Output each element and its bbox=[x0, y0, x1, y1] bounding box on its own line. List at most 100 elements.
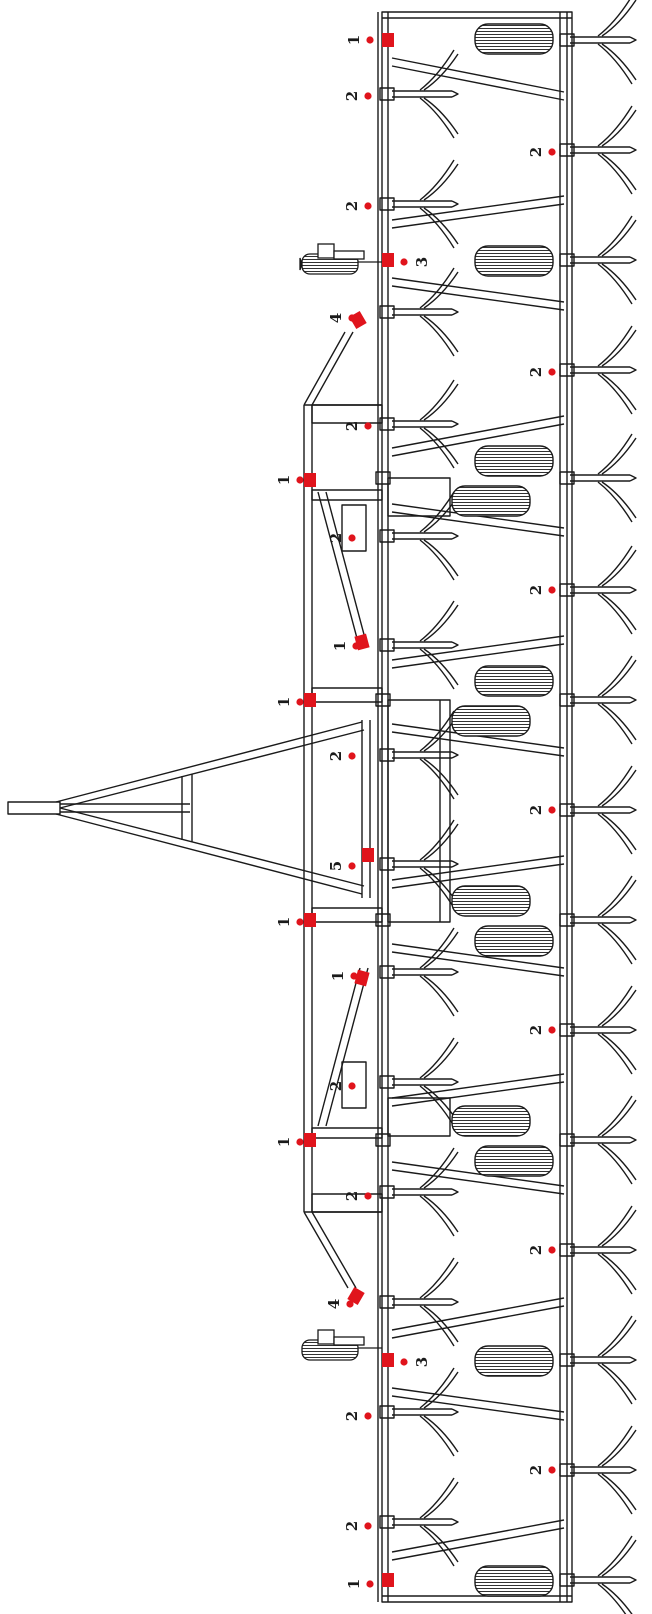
tine bbox=[570, 325, 637, 415]
clamp bbox=[375, 693, 391, 707]
grease-point bbox=[304, 473, 316, 487]
clamp bbox=[559, 143, 575, 157]
wheel bbox=[474, 1145, 554, 1177]
callout-dot bbox=[548, 368, 556, 376]
tine bbox=[392, 1367, 459, 1457]
callout-label: 3 bbox=[413, 257, 431, 267]
spring-tines bbox=[392, 0, 637, 1614]
tine bbox=[392, 1477, 459, 1567]
callout-label: 2 bbox=[343, 201, 361, 211]
callout-label: 2 bbox=[527, 585, 545, 595]
tine-clamps bbox=[375, 33, 575, 1587]
clamp bbox=[379, 748, 395, 762]
wheel bbox=[451, 705, 531, 737]
clamp bbox=[379, 1515, 395, 1529]
callout-label: 2 bbox=[527, 1245, 545, 1255]
callout-dot bbox=[350, 972, 358, 980]
callout-dot bbox=[400, 258, 408, 266]
callout-label: 4 bbox=[325, 1299, 343, 1309]
callout-dot bbox=[400, 1358, 408, 1366]
clamp bbox=[379, 87, 395, 101]
wheel bbox=[474, 925, 554, 957]
callout-dot bbox=[548, 586, 556, 594]
depth-wheels bbox=[451, 23, 554, 1597]
clamp bbox=[379, 638, 395, 652]
wheel bbox=[451, 485, 531, 517]
callout-dot bbox=[296, 918, 304, 926]
clamp bbox=[559, 1133, 575, 1147]
wheel bbox=[451, 885, 531, 917]
tine bbox=[570, 1205, 637, 1295]
callout-dot bbox=[364, 92, 372, 100]
callout-dot bbox=[548, 1026, 556, 1034]
callout-dot bbox=[364, 1192, 372, 1200]
machine-frame bbox=[7, 0, 637, 1614]
callout-label: 1 bbox=[275, 697, 293, 707]
tine bbox=[570, 1535, 637, 1614]
tine bbox=[392, 710, 459, 800]
callout-label: 1 bbox=[329, 971, 347, 981]
callout-label: 2 bbox=[527, 1465, 545, 1475]
tine bbox=[570, 985, 637, 1075]
clamp bbox=[559, 583, 575, 597]
jack-stand-bottom bbox=[301, 1329, 382, 1361]
callout-label: 1 bbox=[275, 475, 293, 485]
clamp bbox=[379, 965, 395, 979]
grease-point bbox=[354, 969, 370, 987]
callout-dot bbox=[548, 1466, 556, 1474]
clamp bbox=[559, 1243, 575, 1257]
tine bbox=[570, 655, 637, 745]
grease-point bbox=[347, 1286, 365, 1306]
grease-point bbox=[304, 693, 316, 707]
callout-label: 2 bbox=[527, 367, 545, 377]
callout-label: 1 bbox=[345, 35, 363, 45]
clamp bbox=[375, 913, 391, 927]
tine bbox=[570, 215, 637, 305]
callout-dot bbox=[348, 752, 356, 760]
wheel bbox=[451, 1105, 531, 1137]
callout-dot bbox=[348, 862, 356, 870]
clamp bbox=[559, 471, 575, 485]
tine bbox=[570, 545, 637, 635]
clamp bbox=[559, 1463, 575, 1477]
callout-dot bbox=[352, 642, 360, 650]
tine bbox=[392, 1037, 459, 1127]
callout-label: 1 bbox=[331, 641, 349, 651]
callout-dot bbox=[348, 1082, 356, 1090]
tine bbox=[392, 600, 459, 690]
clamp bbox=[379, 1295, 395, 1309]
callout-dot bbox=[364, 1522, 372, 1530]
callout-label: 2 bbox=[327, 533, 345, 543]
callout-dot bbox=[296, 476, 304, 484]
tine bbox=[570, 765, 637, 855]
callout-label: 2 bbox=[327, 751, 345, 761]
clamp bbox=[559, 1023, 575, 1037]
clamp bbox=[379, 197, 395, 211]
callout-label: 2 bbox=[527, 147, 545, 157]
callout-label: 2 bbox=[343, 1191, 361, 1201]
callout-label: 3 bbox=[413, 1357, 431, 1367]
tine bbox=[392, 159, 459, 249]
jack-stand-top bbox=[299, 243, 382, 275]
grease-point bbox=[382, 33, 394, 47]
grease-point bbox=[362, 848, 374, 862]
clamp bbox=[559, 33, 575, 47]
tine bbox=[392, 491, 459, 581]
callout-label: 2 bbox=[343, 421, 361, 431]
callout-dot bbox=[346, 1300, 354, 1308]
clamp bbox=[379, 417, 395, 431]
tine bbox=[392, 819, 459, 909]
wheel bbox=[474, 1345, 554, 1377]
grease-point bbox=[382, 253, 394, 267]
clamp bbox=[379, 1405, 395, 1419]
tine bbox=[570, 1095, 637, 1185]
callout-label: 1 bbox=[275, 917, 293, 927]
tine bbox=[392, 267, 459, 357]
center-frame bbox=[303, 331, 451, 1289]
clamp bbox=[379, 1185, 395, 1199]
tine bbox=[570, 433, 637, 523]
tine bbox=[570, 0, 637, 85]
tine bbox=[570, 875, 637, 965]
tine bbox=[392, 927, 459, 1017]
